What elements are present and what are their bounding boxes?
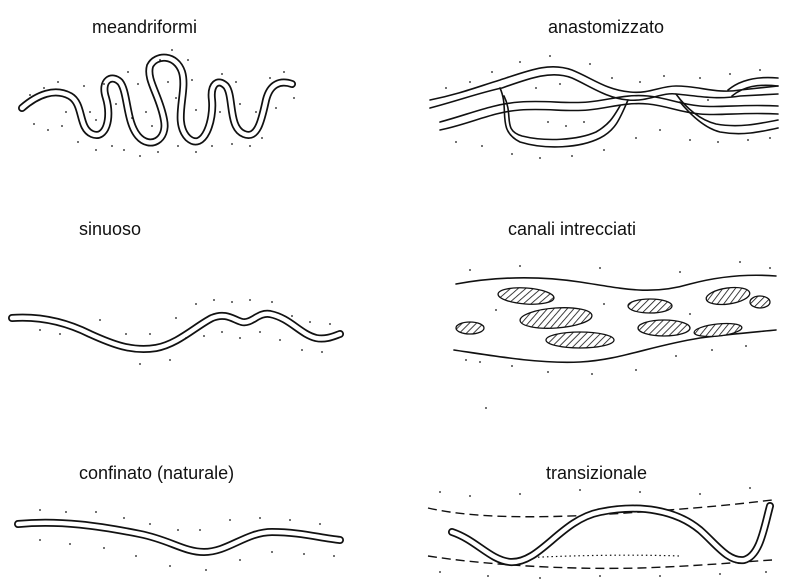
transitional-channel (428, 487, 772, 579)
confined-channel (18, 509, 340, 571)
sinuous-channel (12, 299, 340, 365)
anastomosed-channels (430, 55, 778, 159)
braided-channels (454, 261, 776, 409)
meandering-channel (22, 49, 295, 157)
confined-stipple (39, 509, 335, 571)
braid-bars (456, 285, 770, 348)
transitional-stipple (439, 487, 767, 579)
